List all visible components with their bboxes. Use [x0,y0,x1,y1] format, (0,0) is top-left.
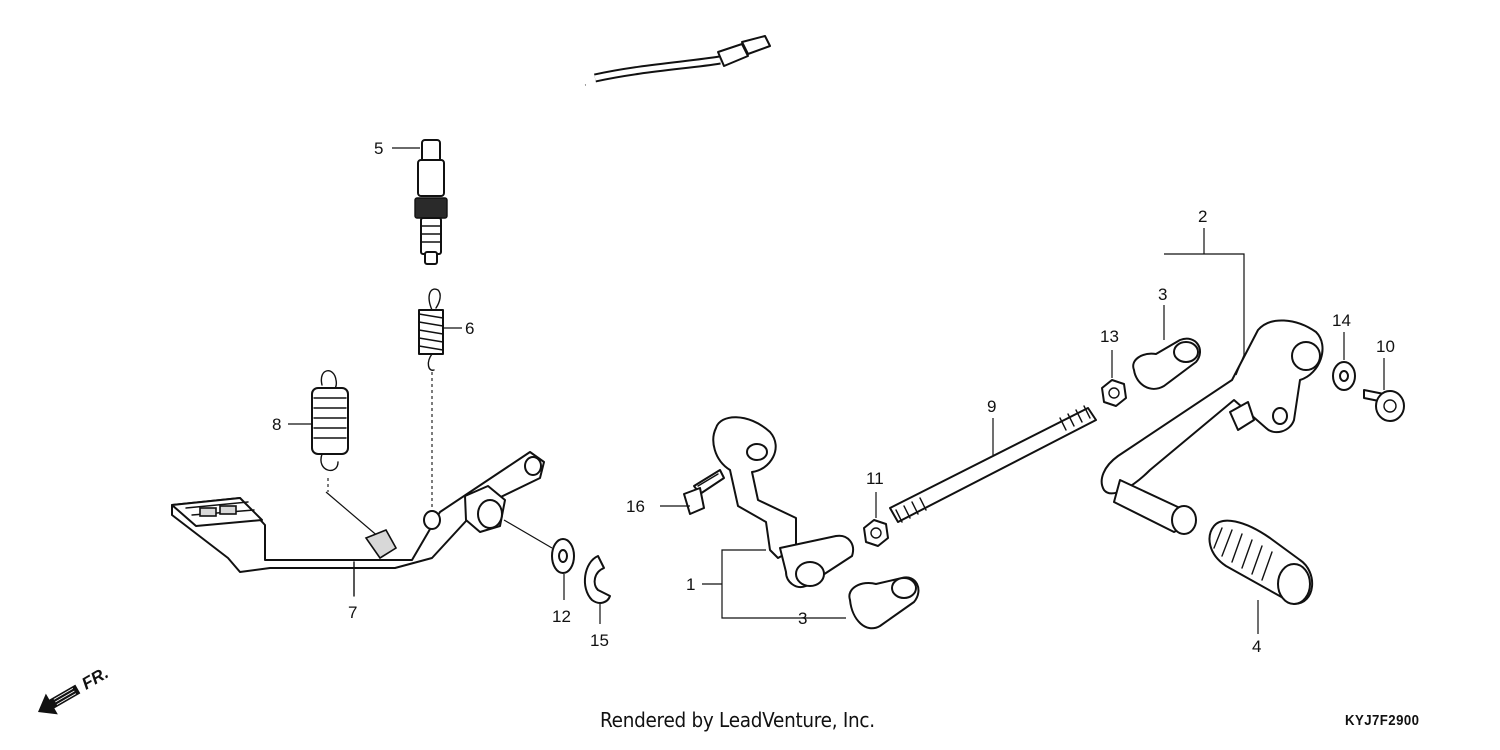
callout-3-lower: 3 [798,609,807,628]
bolt-16[interactable] [683,469,725,515]
callout-13: 13 [1100,327,1119,346]
nut-13[interactable] [1101,379,1127,407]
switch-spring-6[interactable] [418,288,444,371]
front-direction-label: FR. [79,663,112,693]
callout-10: 10 [1376,337,1395,356]
clip-15[interactable] [583,555,611,604]
callout-5: 5 [374,139,383,158]
callout-11: 11 [866,469,884,488]
callout-2: 2 [1198,207,1207,226]
shift-pedal-rubber-4[interactable] [1208,519,1314,605]
nut-11[interactable] [863,519,889,547]
return-spring-8[interactable] [311,370,349,472]
washer-14[interactable] [1332,361,1356,391]
diagram-code: KYJ7F2900 [1345,712,1420,729]
shift-arm-1[interactable] [712,416,854,588]
bolt-10[interactable] [1363,389,1405,422]
tie-rod-9[interactable] [889,405,1097,523]
callout-16: 16 [626,497,645,516]
footer-credit: Rendered by LeadVenture, Inc. [600,708,875,732]
joint-3-upper[interactable] [1132,337,1201,390]
front-direction-arrow-icon [38,684,81,715]
callout-14: 14 [1332,311,1351,330]
callout-12: 12 [552,607,571,626]
callout-6: 6 [465,319,474,338]
washer-12[interactable] [551,538,575,574]
callout-8: 8 [272,415,281,434]
gear-shift-pedal-2[interactable] [1100,319,1324,535]
joint-3-lower[interactable] [848,576,920,630]
brake-light-switch-5[interactable] [414,35,771,265]
callout-7: 7 [348,603,357,622]
brake-pedal-7[interactable] [171,451,545,597]
callout-4: 4 [1252,637,1261,656]
callout-15: 15 [590,631,609,650]
callout-9: 9 [987,397,996,416]
callout-3-upper: 3 [1158,285,1167,304]
callout-1: 1 [686,575,695,594]
